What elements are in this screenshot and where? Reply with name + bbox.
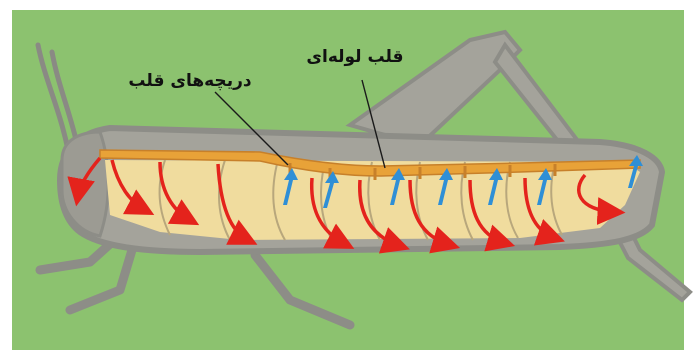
tubular-heart-label: قلب لوله‌ای (306, 47, 403, 67)
heart-valves-label: دریچه‌های قلب (128, 71, 251, 91)
